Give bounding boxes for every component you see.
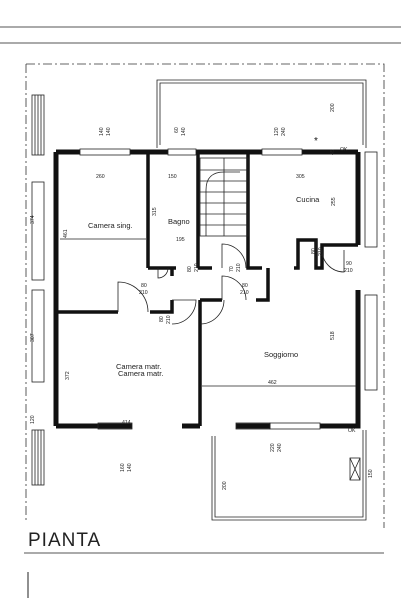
- dim-win-bc-b: 240: [277, 443, 283, 452]
- dim-door-ext-a: 90: [346, 261, 352, 267]
- dim-door-scala-a: 70: [229, 266, 235, 272]
- room-label-camera-matr: Camera matr.: [116, 362, 161, 371]
- marker-ok-bottom: OK: [348, 428, 356, 434]
- dim-door-corr-a: 80: [242, 283, 248, 289]
- socket-icon-2: [156, 150, 160, 154]
- terrace-bottom-inner: [214, 430, 364, 518]
- dim-462: 462: [268, 380, 277, 386]
- dim-414: 414: [122, 420, 131, 426]
- dim-door-scala-b: 210: [236, 263, 242, 272]
- dim-door-matr-a: 80: [159, 316, 165, 322]
- room-label-camera-matr-overlap: Camera matr.: [118, 369, 163, 378]
- marker-ok-top: OK: [340, 147, 348, 153]
- dim-win-bc-a: 220: [270, 443, 276, 452]
- property-boundary: [25, 63, 385, 528]
- interior-walls: [56, 152, 358, 426]
- dim-518: 518: [330, 331, 336, 340]
- dim-461: 461: [63, 229, 69, 238]
- dim-win-tr-a: 120: [274, 127, 280, 136]
- room-label-bagno: Bagno: [168, 217, 190, 226]
- dim-305: 305: [296, 174, 305, 180]
- dim-win-tr-b: 240: [281, 127, 287, 136]
- dim-door-cam-b: 210: [139, 290, 148, 296]
- dim-372: 372: [65, 371, 71, 380]
- meter-box-cross-icon: [349, 457, 361, 481]
- dim-door-cucina-b: 210: [318, 247, 324, 256]
- plan-title: PIANTA: [28, 530, 101, 551]
- dim-door-cam-a: 80: [141, 283, 147, 289]
- terrace-bottom: [211, 430, 367, 521]
- dim-door-matr-b: 210: [166, 315, 172, 324]
- dim-120: 120: [30, 415, 36, 424]
- dim-win-tl-b: 140: [106, 127, 112, 136]
- dim-374: 374: [30, 215, 36, 224]
- dim-door-ext-b: 210: [344, 268, 353, 274]
- dim-door-corr-b: 210: [240, 290, 249, 296]
- dim-195: 195: [176, 237, 185, 243]
- terrace-top: [156, 79, 367, 148]
- dim-260: 260: [96, 174, 105, 180]
- dim-win-tl-a: 140: [99, 127, 105, 136]
- dim-door-bagno-a: 80: [187, 266, 193, 272]
- dim-win-top-a: 60: [174, 127, 180, 133]
- terrace-top-inner: [159, 82, 364, 145]
- outer-walls: [53, 149, 361, 429]
- dim-win-bl-a: 160: [120, 463, 126, 472]
- dim-200-bottom: 200: [222, 481, 228, 490]
- room-label-cucina: Cucina: [296, 195, 320, 204]
- socket-icon: [150, 150, 154, 154]
- dim-307: 307: [30, 333, 36, 342]
- dim-150: 150: [168, 174, 177, 180]
- dim-45: 45: [330, 149, 336, 155]
- meter-box-icon: [349, 457, 361, 481]
- dim-win-bl-b: 140: [127, 463, 133, 472]
- left-steps: [31, 94, 378, 486]
- room-label-soggiorno: Soggiorno: [264, 350, 298, 359]
- asterisk-icon: *: [314, 136, 318, 147]
- dim-315: 315: [152, 207, 158, 216]
- room-label-camera-sing: Camera sing.: [88, 221, 133, 230]
- dim-door-cucina-a: 80: [311, 248, 317, 254]
- door-swings: [117, 240, 345, 325]
- staircase: [199, 157, 249, 237]
- dim-255: 255: [331, 197, 337, 206]
- dim-win-top-b: 140: [181, 127, 187, 136]
- dim-200-top: 200: [330, 103, 336, 112]
- windows: [79, 148, 321, 430]
- dim-150-ext: 150: [368, 469, 374, 478]
- dim-door-bagno-b: 210: [194, 263, 200, 272]
